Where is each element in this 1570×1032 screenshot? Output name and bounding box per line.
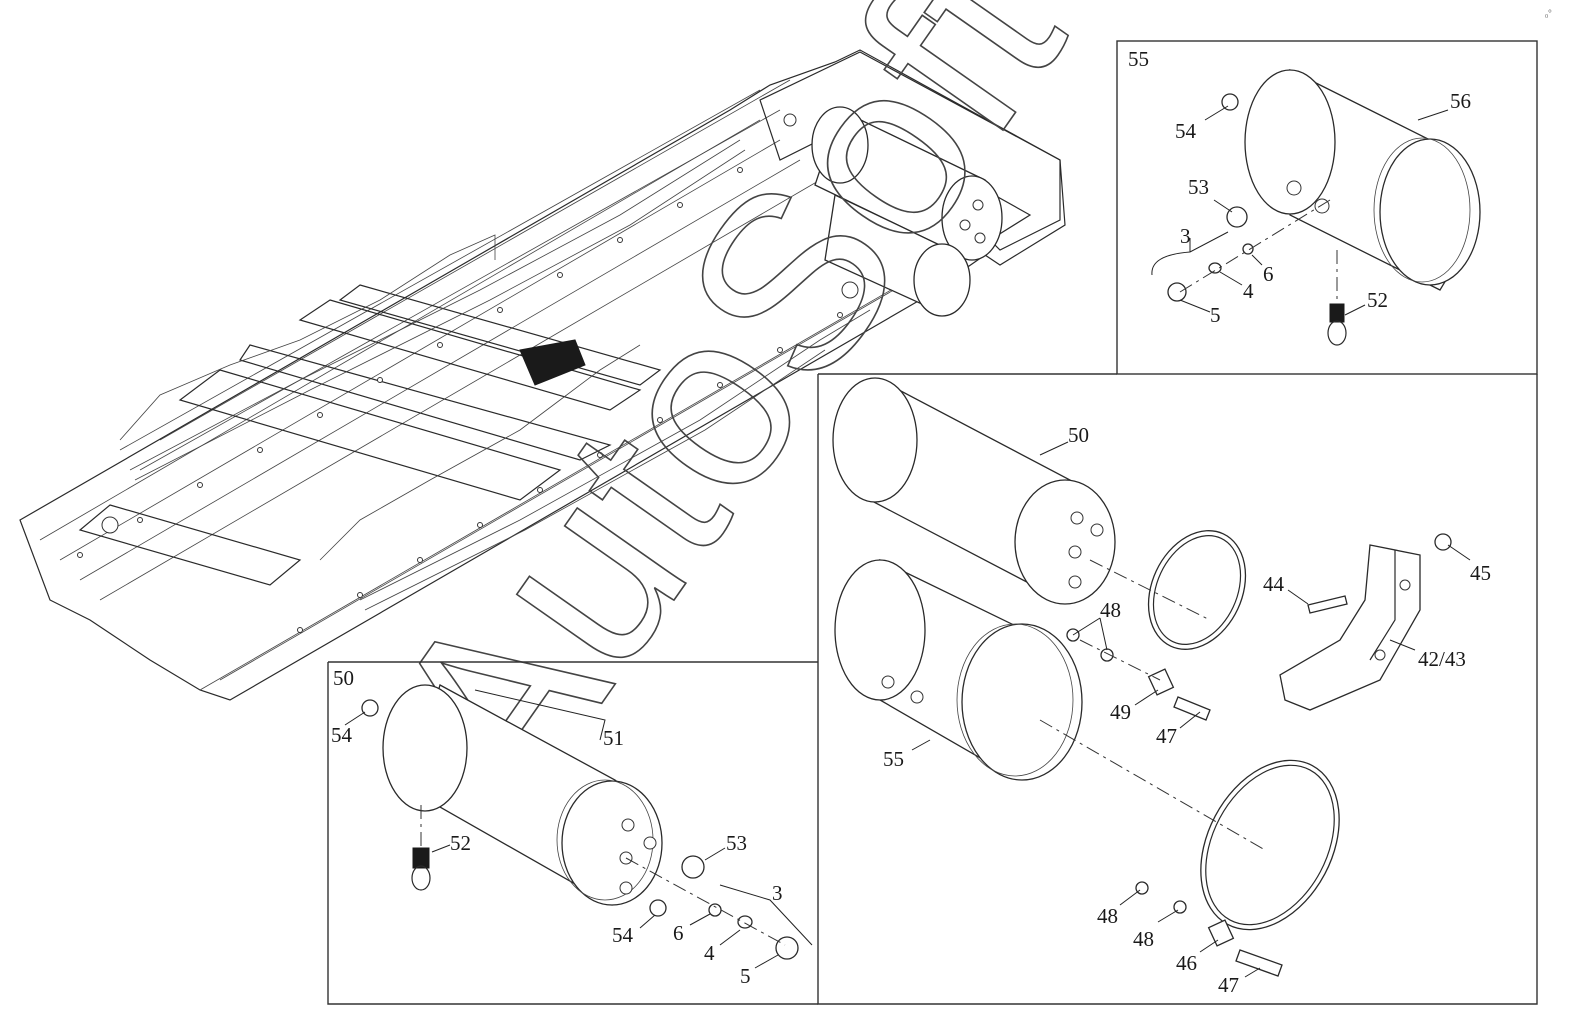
nut-5-icon — [1167, 282, 1187, 302]
tank-50 — [832, 377, 1116, 605]
callout-44: 44 — [1263, 572, 1285, 596]
bolt-47a-icon — [1173, 696, 1211, 721]
callout-45: 45 — [1470, 561, 1491, 585]
nut-5-icon — [775, 936, 799, 960]
valve-block — [519, 281, 859, 386]
callout-49: 49 — [1110, 700, 1131, 724]
washer-4-icon — [1208, 262, 1222, 274]
nut-45-icon — [1434, 533, 1452, 551]
plug-53-icon — [681, 855, 705, 879]
tank-55 — [834, 558, 1083, 781]
callout-52: 52 — [450, 831, 471, 855]
strap-ring-49 — [1147, 530, 1247, 650]
panel-main-tanks: 50 48 44 45 42/43 49 47 55 48 48 46 47 — [817, 373, 1538, 1005]
plug-54-icon — [1221, 93, 1239, 111]
clamp-49-icon — [1147, 668, 1175, 696]
callout-6: 6 — [673, 921, 684, 945]
callout-46: 46 — [1176, 951, 1197, 975]
callout-48: 48 — [1097, 904, 1118, 928]
panel-55-title: 55 — [1128, 47, 1149, 71]
callout-5: 5 — [740, 964, 751, 988]
callout-51: 51 — [603, 726, 624, 750]
callout-56: 56 — [1450, 89, 1471, 113]
drain-valve-52-icon — [411, 847, 431, 891]
callout-3: 3 — [1180, 224, 1191, 248]
rail-holes — [77, 113, 963, 633]
plug-54-icon — [361, 699, 379, 717]
drain-valve-52-icon — [1327, 303, 1347, 346]
plug-53-icon — [1226, 206, 1248, 228]
washer-6-icon — [708, 903, 722, 917]
panel-50: 50 54 51 52 — [327, 661, 818, 1005]
bracket-42-43 — [1279, 544, 1421, 711]
plug-54b-icon — [649, 899, 667, 917]
nut-48b-icon — [1100, 648, 1114, 662]
tank-56 — [1244, 68, 1481, 291]
callout-53: 53 — [1188, 175, 1209, 199]
callout-55: 55 — [883, 747, 904, 771]
callout-54: 54 — [1175, 119, 1197, 143]
callout-54: 54 — [612, 923, 634, 947]
chassis-tanks — [811, 106, 1003, 317]
clamp-46-icon — [1207, 919, 1235, 947]
callout-4: 4 — [1243, 279, 1254, 303]
nut-48d-icon — [1173, 900, 1187, 914]
callout-50: 50 — [1068, 423, 1089, 447]
callout-5: 5 — [1210, 303, 1221, 327]
callout-6: 6 — [1263, 262, 1274, 286]
bolt-47b-icon — [1235, 949, 1283, 977]
tank-51 — [382, 684, 663, 906]
washer-6-icon — [1242, 243, 1254, 255]
callout-47: 47 — [1218, 973, 1239, 997]
callout-47: 47 — [1156, 724, 1177, 748]
panel-50-title: 50 — [333, 666, 354, 690]
callout-48: 48 — [1133, 927, 1154, 951]
chassis-frame — [19, 49, 1066, 701]
callout-54: 54 — [331, 723, 353, 747]
callout-53: 53 — [726, 831, 747, 855]
panel-55: 55 54 56 53 3 — [1116, 40, 1538, 375]
callout-4: 4 — [704, 941, 715, 965]
callout-52: 52 — [1367, 288, 1388, 312]
strap-ring-46 — [1200, 759, 1340, 931]
corner-mark: ₀° — [1545, 8, 1552, 18]
bolt-44-icon — [1307, 595, 1348, 614]
callout-3: 3 — [772, 881, 783, 905]
callout-42-43: 42/43 — [1418, 647, 1466, 671]
callout-48: 48 — [1100, 598, 1121, 622]
